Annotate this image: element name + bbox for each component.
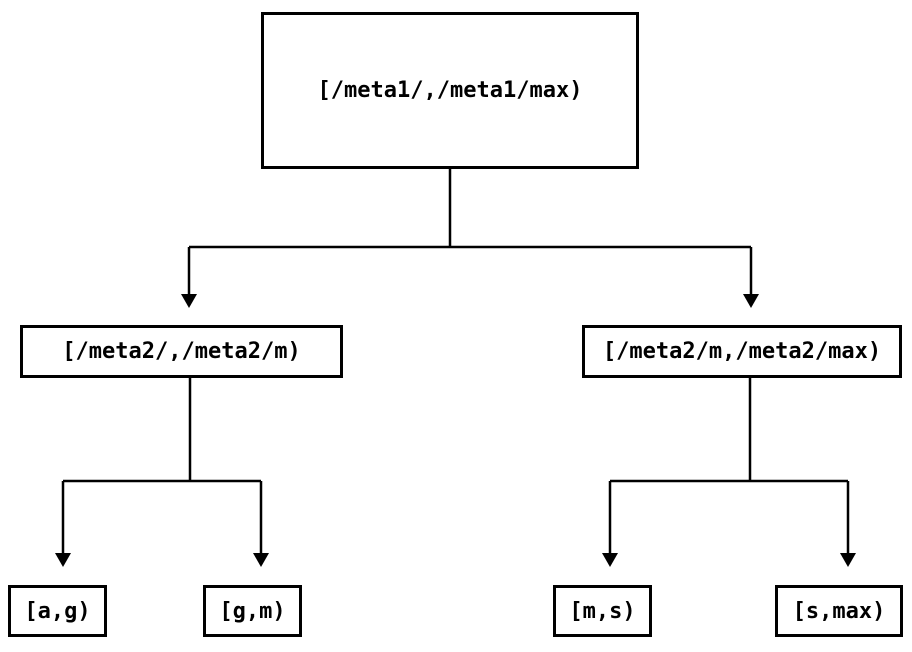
arrowhead-leaf-smax-icon xyxy=(840,553,856,567)
node-root: [/meta1/,/meta1/max) xyxy=(261,12,639,169)
arrowhead-leaf-ms-icon xyxy=(602,553,618,567)
node-leaf-ms: [m,s) xyxy=(553,585,652,637)
arrowhead-left-child-icon xyxy=(181,294,197,308)
arrowhead-leaf-gm-icon xyxy=(253,553,269,567)
arrowhead-leaf-ag-icon xyxy=(55,553,71,567)
node-leaf-ag-label: [a,g) xyxy=(24,598,91,624)
node-leaf-smax: [s,max) xyxy=(775,585,903,637)
node-right-child: [/meta2/m,/meta2/max) xyxy=(582,325,902,378)
node-leaf-ms-label: [m,s) xyxy=(569,598,636,624)
arrowhead-right-child-icon xyxy=(743,294,759,308)
node-left-child: [/meta2/,/meta2/m) xyxy=(20,325,343,378)
node-leaf-ag: [a,g) xyxy=(8,585,107,637)
node-left-child-label: [/meta2/,/meta2/m) xyxy=(62,339,301,364)
node-leaf-smax-label: [s,max) xyxy=(792,598,886,624)
node-leaf-gm: [g,m) xyxy=(203,585,302,637)
node-right-child-label: [/meta2/m,/meta2/max) xyxy=(602,339,882,364)
node-root-label: [/meta1/,/meta1/max) xyxy=(317,78,583,103)
node-leaf-gm-label: [g,m) xyxy=(219,598,286,624)
